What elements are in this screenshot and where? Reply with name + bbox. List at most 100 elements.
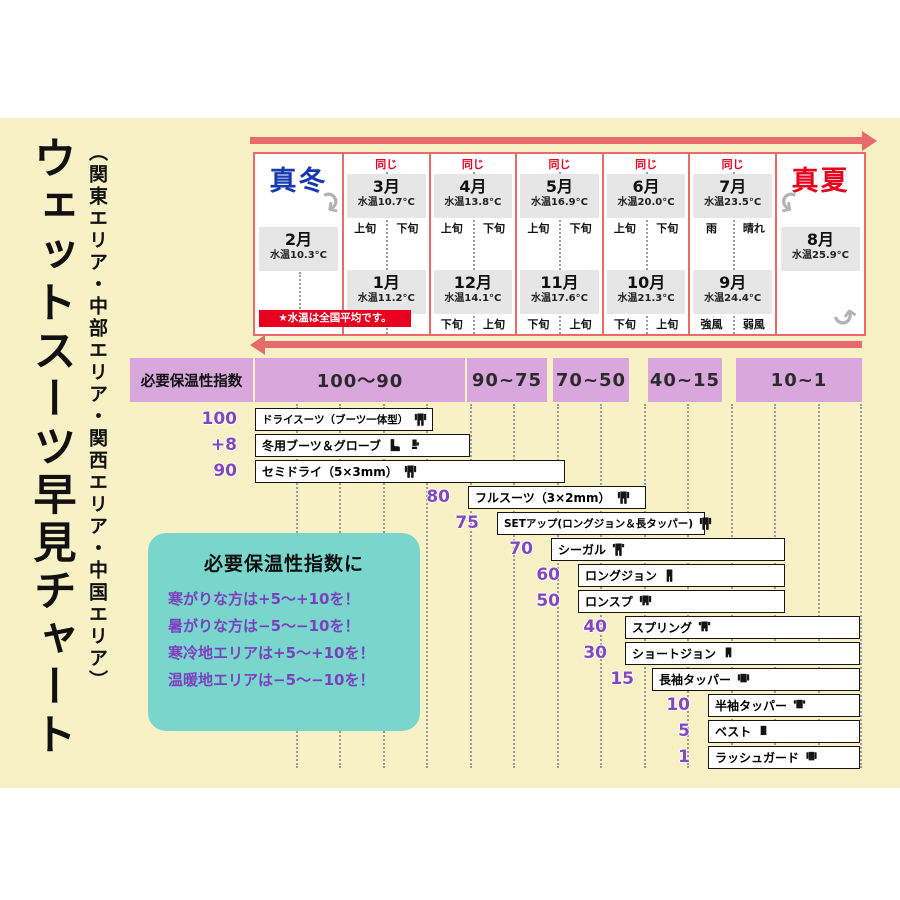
period-label: 下旬 — [440, 318, 463, 331]
season-arrow-left-icon — [250, 334, 862, 355]
midsummer-label: 真夏 — [791, 166, 850, 197]
gear-item-box: ロングジョン — [578, 564, 785, 587]
same-label: 同じ — [548, 158, 571, 171]
gear-item-label: 半袖タッパー — [715, 699, 788, 713]
water-temp: 水温24.4°C — [704, 293, 762, 304]
boot-icon — [390, 439, 400, 452]
month-name: 9月 — [719, 273, 747, 292]
period-label: 雨 — [706, 222, 718, 235]
gear-item-label: ラッシュガード — [715, 751, 800, 765]
month-cell: 7月 水温23.5°C — [693, 174, 772, 218]
period-label: 下旬 — [396, 222, 419, 235]
index-number: 10 — [666, 695, 690, 715]
index-range-segment: 100〜90 — [255, 358, 465, 402]
gear-item-box: ショートジョン — [625, 642, 860, 665]
gear-item-label: ロンスプ — [585, 595, 633, 609]
gear-item-box: ドライスーツ（ブーツ一体型） — [255, 408, 433, 431]
index-number: 1 — [678, 747, 690, 767]
index-number: 40 — [583, 617, 607, 637]
month-name: 11月 — [540, 273, 579, 292]
gear-item-label: セミドライ（5×3mm） — [262, 465, 398, 479]
midsummer-column: 真夏 ↶ 8月 水温25.9°C ↶ — [770, 154, 864, 334]
period-row: 下旬 上旬 — [431, 314, 516, 334]
gear-item-box: 長袖タッパー — [652, 668, 860, 691]
period-label: 弱風 — [742, 318, 765, 331]
gear-item-label: スプリング — [632, 621, 693, 635]
water-temp: 水温10.3°C — [269, 250, 327, 261]
period-row: 下旬上旬 — [517, 314, 602, 334]
column-spacer — [344, 238, 429, 270]
gear-item-label: ベスト — [715, 725, 752, 739]
info-box-heading: 必要保温性指数に — [203, 553, 364, 575]
month-columns: 同じ 3月 水温10.7°C 上旬下旬 1月 水温11.2°C 同じ 4月 水温… — [342, 154, 775, 334]
month-name: 7月 — [719, 177, 747, 196]
period-row: 強風 弱風 — [690, 314, 775, 334]
month-column: 同じ 7月 水温23.5°C 雨晴れ 9月 水温24.4°C 強風弱風 — [688, 154, 775, 334]
water-temp: 水温10.7°C — [357, 197, 415, 208]
period-row: 下旬上旬 — [604, 314, 689, 334]
curved-arrow-icon: ↶ — [829, 296, 859, 333]
index-number: 15 — [610, 669, 634, 689]
index-range-segment: 10~1 — [736, 358, 862, 402]
index-range-segment: 40~15 — [648, 358, 722, 402]
period-label: 上旬 — [569, 318, 592, 331]
gear-item-label: ショートジョン — [632, 647, 717, 661]
dotted-line — [426, 404, 428, 768]
info-line: 寒冷地エリアは+5〜+10を！ — [168, 644, 375, 662]
index-number: 75 — [455, 513, 479, 533]
month-column: 同じ 3月 水温10.7°C 上旬 下旬 1月 水温11.2°C — [342, 154, 429, 334]
dotted-line — [860, 404, 862, 768]
period-label: 上旬 — [656, 318, 679, 331]
month-cell: 6月 水温20.0°C — [606, 174, 686, 218]
month-column: 同じ 6月 水温20.0°C 上旬下旬 10月 水温21.3°C 下旬上旬 — [601, 154, 689, 334]
period-label: 強風 — [700, 318, 723, 331]
index-number: 50 — [536, 591, 560, 611]
gear-item-box: 冬用ブーツ＆グローブ — [255, 434, 470, 457]
column-spacer — [690, 238, 775, 270]
column-spacer — [431, 238, 516, 270]
month-name: 3月 — [372, 177, 400, 196]
shortjohn-icon — [725, 647, 732, 658]
water-temp: 水温14.1°C — [444, 293, 502, 304]
period-row: 雨晴れ — [690, 218, 775, 238]
period-label: 上旬 — [440, 222, 463, 235]
water-temp: 水温25.9°C — [791, 250, 849, 261]
gear-item-label: 冬用ブーツ＆グローブ — [262, 439, 382, 453]
month-cell-february: 2月 水温10.3°C — [259, 227, 338, 271]
wetsuit-icon — [617, 491, 629, 504]
index-number: 5 — [678, 721, 690, 741]
month-name: 8月 — [806, 230, 835, 249]
month-calendar: 真冬 ↷ 2月 水温10.3°C 同じ 3月 水温10.7°C 上旬下旬 1月 … — [253, 152, 866, 336]
period-label: 上旬 — [354, 222, 377, 235]
water-temp: 水温23.5°C — [704, 197, 762, 208]
gear-item-label: フルスーツ（3×2mm） — [475, 491, 611, 505]
water-temp: 水温11.2°C — [357, 293, 415, 304]
dotted-line — [556, 404, 559, 768]
gear-item-box: ラッシュガード — [708, 746, 860, 769]
month-cell: 5月 水温16.9°C — [520, 174, 599, 218]
vest-icon — [760, 725, 767, 736]
index-band-label: 必要保温性指数 — [130, 358, 253, 402]
water-temp: 水温16.9°C — [530, 197, 588, 208]
water-temp: 水温17.6°C — [530, 293, 588, 304]
index-number: +8 — [210, 435, 237, 455]
same-label: 同じ — [375, 158, 398, 171]
period-label: 上旬 — [483, 318, 506, 331]
water-temp: 水温13.8°C — [444, 197, 502, 208]
period-row: 上旬下旬 — [517, 218, 602, 238]
month-cell: 12月 水温14.1°C — [433, 270, 513, 314]
spring-suit-icon — [698, 621, 711, 632]
period-label: 下旬 — [483, 222, 506, 235]
glove-icon — [412, 439, 419, 450]
gear-item-box: フルスーツ（3×2mm） — [468, 486, 646, 509]
wetsuit-icon — [404, 465, 416, 478]
same-label: 同じ — [461, 158, 484, 171]
gear-item-box: セミドライ（5×3mm） — [255, 460, 565, 483]
month-column: 同じ 5月 水温16.9°C 上旬下旬 11月 水温17.6°C 下旬上旬 — [515, 154, 602, 334]
period-row: 上旬下旬 — [604, 218, 689, 238]
month-name: 1月 — [372, 273, 400, 292]
tshirt-icon — [793, 699, 806, 709]
gear-item-label: SETアップ(ロングジョン＆長タッパー) — [504, 518, 693, 530]
